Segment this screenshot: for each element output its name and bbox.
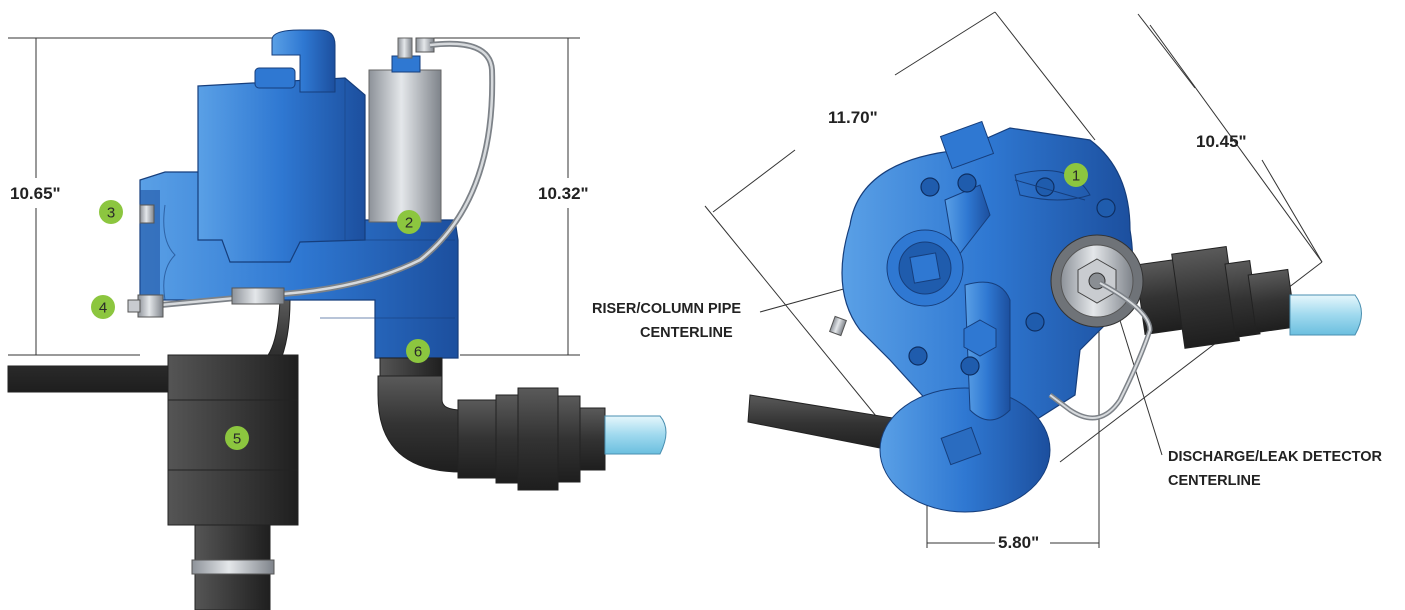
svg-text:CENTERLINE: CENTERLINE: [640, 325, 733, 341]
top-pump-housing-icon: [828, 120, 1144, 513]
svg-text:2: 2: [405, 215, 413, 232]
svg-text:4: 4: [99, 300, 107, 317]
badge-4: 4: [91, 295, 115, 319]
dimension-right-height: 10.32": [538, 184, 589, 203]
discharge-centerline-callout: DISCHARGE/LEAK DETECTOR CENTERLINE: [1168, 449, 1383, 489]
top-view: 11.70" 10.45" 5.80": [592, 11, 1383, 552]
capacitor-icon: [368, 69, 442, 223]
svg-text:3: 3: [107, 205, 115, 222]
svg-text:CENTERLINE: CENTERLINE: [1168, 473, 1261, 489]
svg-text:5: 5: [233, 431, 241, 448]
top-discharge-assembly: [1134, 245, 1362, 349]
dimension-left-height: 10.65": [10, 184, 61, 203]
svg-text:1: 1: [1072, 168, 1080, 185]
badge-3: 3: [99, 200, 123, 224]
svg-text:RISER/COLUMN PIPE: RISER/COLUMN PIPE: [592, 301, 741, 317]
badge-6: 6: [406, 339, 430, 363]
union-fitting-icon: [495, 387, 606, 491]
svg-text:6: 6: [414, 344, 422, 361]
badge-2: 2: [397, 210, 421, 234]
riser-centerline-callout: RISER/COLUMN PIPE CENTERLINE: [592, 301, 741, 341]
water-pipe: [604, 415, 667, 455]
discharge-pipe-icon: [377, 357, 499, 479]
badge-1: 1: [1064, 163, 1088, 187]
front-view: 10.65" 10.32": [7, 29, 667, 610]
badge-5: 5: [225, 426, 249, 450]
dimension-diag-right: 10.45": [1196, 132, 1247, 151]
front-dimension-lines: [8, 37, 580, 356]
solenoid-icon: [197, 77, 366, 263]
dimension-diag-left: 11.70": [828, 108, 878, 127]
svg-text:DISCHARGE/LEAK DETECTOR: DISCHARGE/LEAK DETECTOR: [1168, 449, 1383, 465]
dimension-bottom-width: 5.80": [998, 533, 1039, 552]
